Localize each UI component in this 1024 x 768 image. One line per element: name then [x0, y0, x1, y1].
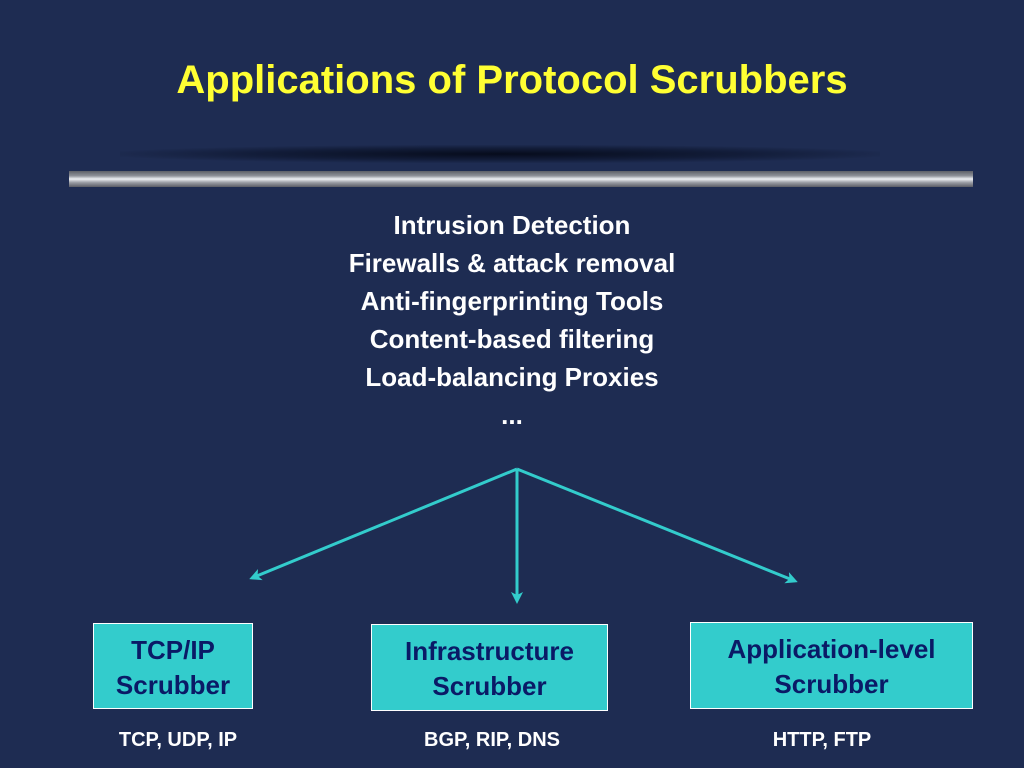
title-divider-bar — [69, 171, 973, 187]
application-item: Load-balancing Proxies — [365, 362, 659, 392]
scrubber-label: Scrubber — [115, 670, 231, 700]
application-item: Content-based filtering — [369, 324, 655, 354]
arrow-to-tcpip-scrubber — [249, 467, 518, 581]
tcpip-scrubber-box: TCP/IP Scrubber — [93, 623, 253, 709]
infrastructure-protocols-label: BGP, RIP, DNS — [424, 729, 560, 751]
title-shadow-band — [120, 145, 880, 163]
scrubber-name: Application-level — [727, 634, 936, 664]
scrubber-label: Scrubber — [774, 669, 889, 699]
application-item: Firewalls & attack removal — [348, 248, 676, 278]
slide-title: Applications of Protocol Scrubbers — [176, 58, 848, 102]
scrubber-label: Scrubber — [432, 671, 547, 701]
arrow-to-application-scrubber — [516, 467, 798, 584]
application-protocols-label: HTTP, FTP — [772, 729, 872, 751]
application-item: Intrusion Detection — [393, 210, 631, 240]
application-item: Anti-fingerprinting Tools — [360, 286, 664, 316]
scrubber-name: Infrastructure — [404, 636, 575, 666]
tcpip-protocols-label: TCP, UDP, IP — [118, 729, 238, 751]
application-ellipsis: ... — [501, 400, 523, 430]
applications-list: Intrusion Detection Firewalls & attack r… — [212, 206, 812, 434]
application-scrubber-box: Application-level Scrubber — [690, 622, 973, 709]
scrubber-name: TCP/IP — [131, 635, 215, 665]
infrastructure-scrubber-box: Infrastructure Scrubber — [371, 624, 608, 711]
